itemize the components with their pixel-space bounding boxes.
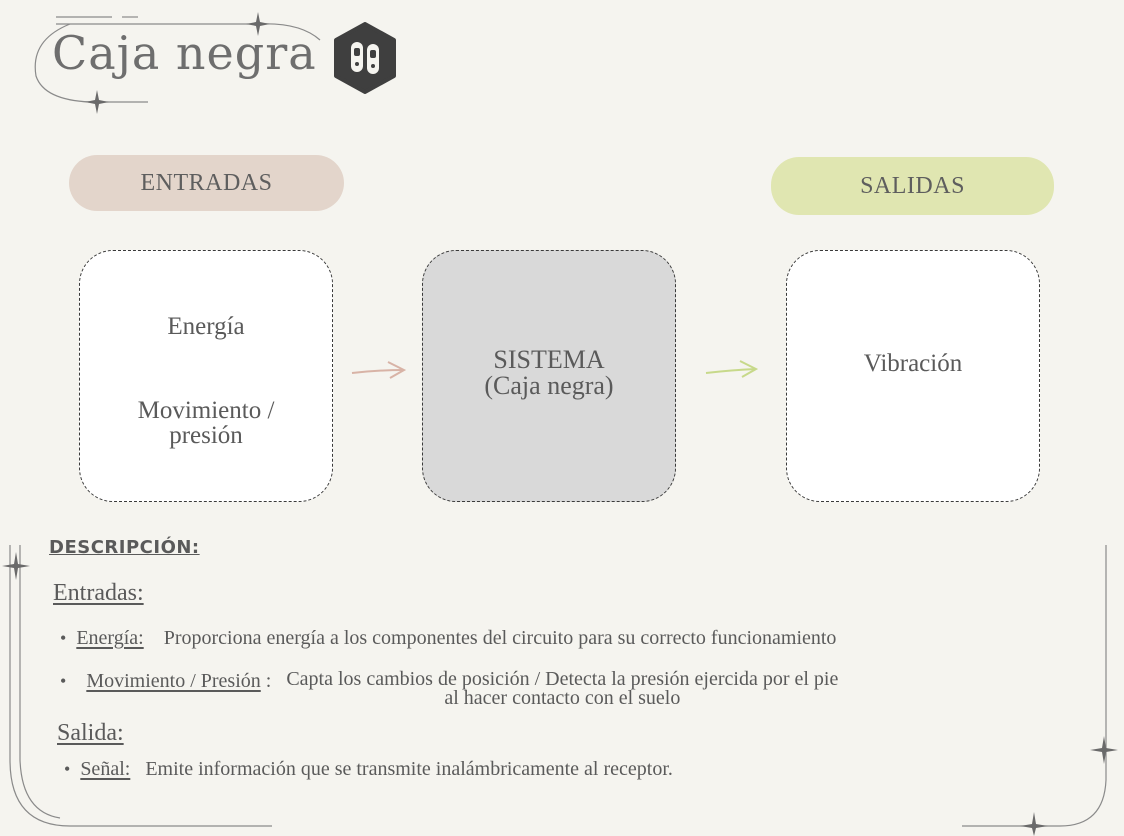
output-section-heading: Salida: (57, 720, 124, 746)
outputs-label: SALIDAS (771, 157, 1054, 215)
inputs-section-heading: Entradas: (53, 580, 144, 606)
input-movement-line-2: presión (169, 422, 243, 449)
input-movement-line-1: Movimiento / (137, 397, 275, 424)
bullet: • (60, 671, 67, 691)
term-signal: Señal: (80, 758, 131, 780)
desc-movement-line-1: Capta los cambios de posición / Detecta … (286, 668, 839, 690)
term-energy: Energía: (76, 627, 144, 649)
list-item-energy: • Energía: Proporciona energía a los comp… (60, 627, 836, 650)
desc-movement: Capta los cambios de posición / Detecta … (286, 668, 839, 709)
system-box (422, 250, 676, 502)
inputs-label: ENTRADAS (69, 155, 344, 211)
list-item-movement: • Movimiento / Presión : Capta los cambi… (60, 668, 839, 709)
inputs-box (79, 250, 333, 502)
output-vibration: Vibración (863, 350, 963, 377)
term-separator: : (265, 670, 272, 692)
outputs-box (786, 250, 1040, 502)
input-movement: Movimiento / presión (79, 398, 333, 448)
desc-energy: Proporciona energía a los componentes de… (163, 627, 837, 649)
description-heading: DESCRIPCIÓN: (49, 537, 200, 558)
input-energy: Energía (167, 313, 245, 340)
bullet: • (64, 759, 71, 779)
system-line-1: SISTEMA (493, 345, 605, 374)
page-title: Caja negra (52, 26, 317, 80)
list-item-signal: • Señal: Emite información que se transmi… (64, 758, 673, 781)
desc-signal: Emite información que se transmite inalá… (145, 758, 673, 780)
desc-movement-line-2: al hacer contacto con el suelo (444, 687, 681, 709)
bullet: • (60, 628, 67, 648)
system-text: SISTEMA (Caja negra) (422, 347, 676, 399)
system-line-2: (Caja negra) (484, 371, 614, 400)
footprints-icon (330, 22, 400, 94)
term-movement: Movimiento / Presión (86, 670, 261, 692)
